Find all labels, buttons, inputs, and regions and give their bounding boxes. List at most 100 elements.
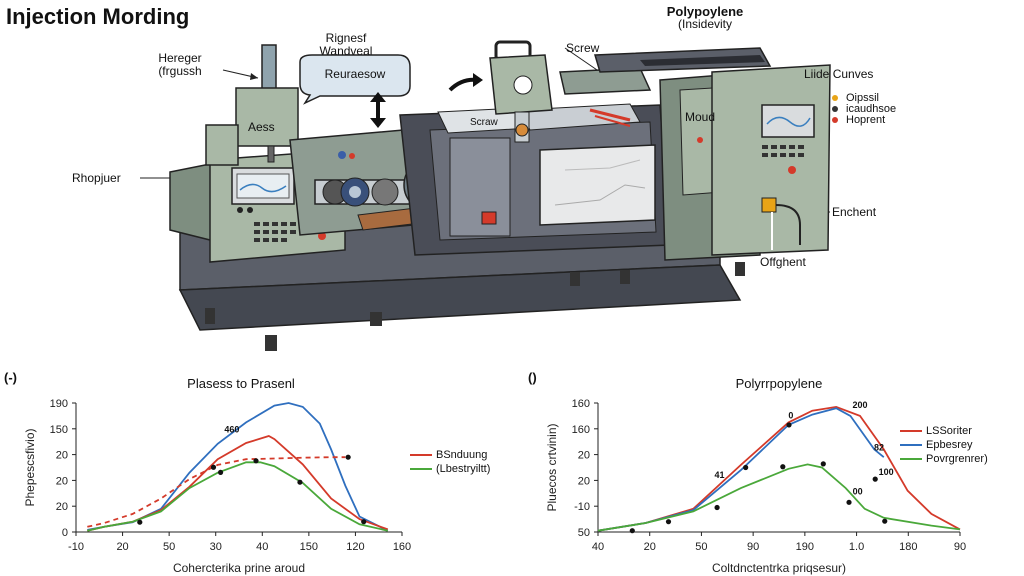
data-point	[345, 454, 351, 460]
legend-item: (Lbestryiltt)	[410, 462, 490, 476]
chart-right-title: Polyrrpopylene	[735, 376, 823, 391]
dot-swatch-1	[832, 105, 838, 112]
series-line-1	[597, 407, 885, 532]
y-tick-label: 20	[578, 475, 590, 487]
y-tick-label: 50	[578, 527, 590, 539]
chart-left-legend: BSnduung (Lbestryiltt)	[410, 448, 490, 476]
data-label: 00	[853, 487, 863, 497]
y-tick-label: 20	[56, 475, 68, 487]
chart-left-title: Plasess to Prasenl	[187, 376, 295, 391]
data-point	[253, 458, 259, 464]
series-line-2	[87, 456, 346, 528]
data-point	[846, 499, 852, 505]
page-title: Injection Mording	[6, 4, 190, 29]
y-tick-label: 160	[572, 424, 590, 436]
data-point	[629, 528, 635, 534]
data-point	[714, 504, 720, 511]
x-axis-label: Cohercterika prine aroud	[173, 561, 305, 575]
chart-right-panel-label: ()	[528, 370, 537, 385]
offghent-label: Offghent	[760, 255, 806, 269]
legend-item: LSSoriter	[900, 424, 988, 438]
data-point	[137, 519, 143, 525]
x-tick-label: -10	[68, 541, 84, 553]
series-line-3	[87, 461, 388, 532]
legend-label: LSSoriter	[926, 425, 972, 437]
x-axis-label: Coltdnctentrka priqsesur)	[712, 561, 846, 575]
rhopjuer-label: Rhopjuer	[72, 171, 121, 185]
foot	[205, 308, 215, 324]
y-tick-label: 20	[56, 450, 68, 462]
series-line-0	[597, 405, 961, 532]
bubble-caption-line1: Rignesf	[325, 31, 367, 45]
hopper-box-label: Aess	[248, 120, 275, 134]
dot-legend-item: Hoprent	[832, 114, 896, 126]
y-tick-label: 20	[578, 450, 590, 462]
mold-label: Moud	[685, 110, 716, 124]
x-tick-label: 50	[163, 541, 175, 553]
speech-bubble	[299, 54, 411, 105]
dot-legend-item: icaudhsoe	[832, 102, 897, 115]
data-point	[361, 519, 367, 525]
data-label: 200	[852, 400, 867, 410]
data-point	[780, 464, 786, 470]
data-label: 82	[874, 443, 884, 453]
x-tick-label: 120	[346, 541, 364, 553]
hopper-label: Hereger (frgussh	[140, 52, 220, 78]
dot-swatch-0	[832, 94, 838, 101]
x-tick-label: 20	[116, 541, 128, 553]
data-point	[786, 422, 792, 428]
y-axis-label: Pluecos crtvinin)	[545, 423, 559, 511]
keypad-icon	[254, 222, 296, 242]
mold-window	[539, 144, 656, 226]
legend-item: Epbesrey	[900, 438, 988, 452]
y-axis-label: Phepescsfivio)	[23, 428, 37, 506]
right-keypad-icon	[762, 145, 804, 157]
data-point	[743, 464, 749, 471]
legend-item: Povrgrenrer)	[900, 452, 988, 466]
x-tick-label: 150	[300, 541, 318, 553]
y-tick-label: 190	[50, 398, 68, 410]
legend-label: BSnduung	[436, 449, 488, 461]
data-point	[210, 464, 217, 470]
hopper-label-line2: (frgussh	[158, 64, 202, 78]
x-tick-label: 50	[695, 541, 707, 553]
chart-left-panel-label: (-)	[4, 370, 17, 385]
x-tick-label: 1.0	[849, 541, 864, 553]
data-point	[820, 461, 826, 467]
x-tick-label: 90	[747, 541, 759, 553]
dot-legend-label: Oipssil	[846, 91, 880, 104]
x-tick-label: 90	[954, 541, 966, 553]
legend-swatch	[900, 430, 922, 432]
x-tick-label: 30	[210, 541, 222, 553]
y-tick-label: 150	[50, 424, 68, 436]
legend-item: BSnduung	[410, 448, 490, 462]
dot-swatch-2	[832, 116, 838, 123]
x-tick-label: 190	[796, 541, 814, 553]
dot-legend-label: icaudhsoe	[846, 102, 897, 115]
data-label: 460	[224, 425, 239, 435]
enchent-label: Enchent	[832, 205, 877, 219]
top-label: Polypoylene (Insidevity	[640, 5, 770, 31]
x-tick-label: 40	[592, 541, 604, 553]
y-tick-label: 160	[572, 398, 590, 410]
legend-label: Povrgrenrer)	[926, 453, 988, 465]
data-label: 100	[879, 467, 894, 477]
power-plug-icon	[761, 197, 777, 213]
screw-pointer	[564, 47, 601, 73]
data-point	[297, 479, 303, 485]
legend-label: (Lbestryiltt)	[436, 463, 491, 475]
x-tick-label: 20	[644, 541, 656, 553]
screw-label: Screw	[566, 41, 600, 55]
data-point	[872, 476, 878, 482]
y-tick-label: 20	[56, 501, 68, 513]
x-tick-label: 40	[256, 541, 268, 553]
dot-legend-item: Oipssil	[832, 91, 896, 104]
bubble-text: Reuraesow	[324, 67, 386, 81]
data-point	[665, 519, 672, 525]
hopper-box	[235, 87, 299, 147]
hopper-tube	[261, 44, 277, 91]
data-label: 0	[788, 410, 793, 420]
legend-swatch	[900, 458, 922, 460]
